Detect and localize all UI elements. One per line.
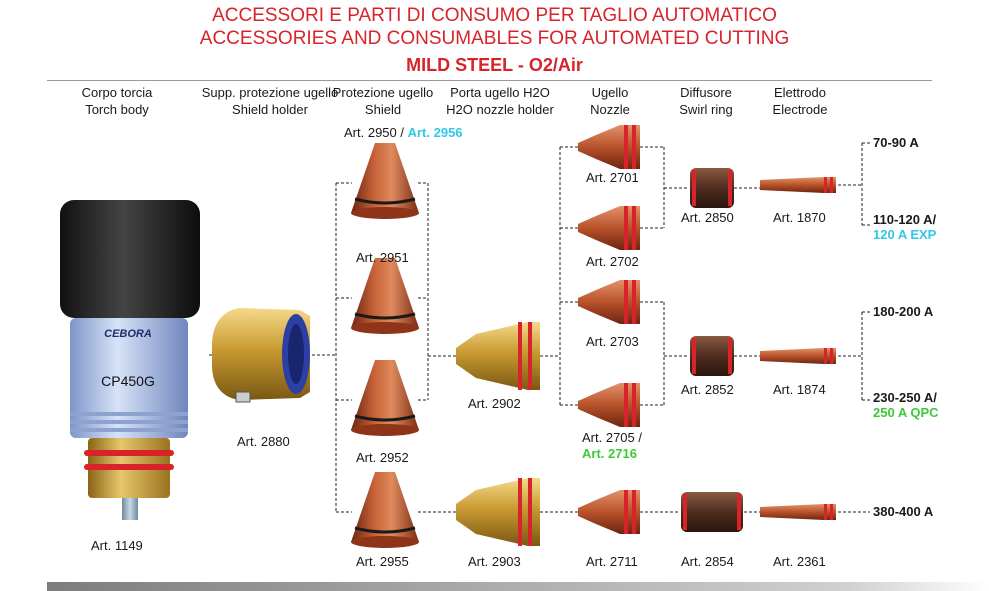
- label-torch-body: Art. 1149: [91, 538, 143, 553]
- shield-part: [351, 258, 419, 334]
- label-shield-a-alt: Art. 2956: [407, 125, 463, 140]
- torch-o-ring-1: [84, 450, 174, 456]
- label-shield-b: Art. 2951: [356, 250, 409, 265]
- label-shield-holder: Art. 2880: [237, 434, 290, 449]
- column-label-en: Swirl ring: [679, 102, 733, 117]
- amperage-4-alt: 250 A QPC: [873, 405, 939, 420]
- label-swirl-3: Art. 2854: [681, 554, 734, 569]
- label-holder-b: Art. 2903: [468, 554, 521, 569]
- nozzle-holders-group: [456, 322, 540, 546]
- title-english: ACCESSORIES AND CONSUMABLES FOR AUTOMATE…: [199, 28, 790, 49]
- bottom-decorative-bar: [47, 582, 989, 591]
- column-header-shield-holder: Supp. protezione ugello Shield holder: [195, 84, 345, 118]
- torch-thread-line: [70, 412, 188, 416]
- nozzle-holder-part: [456, 322, 540, 390]
- torch-black-cap: [60, 200, 200, 318]
- amperage-1: 70-90 A: [873, 135, 919, 150]
- label-nozzle-4-alt: Art. 2716: [582, 446, 637, 461]
- shield-part: [351, 472, 419, 548]
- column-header-nozzle-holder: Porta ugello H2O H2O nozzle holder: [430, 84, 570, 118]
- column-header-electrode: Elettrodo Electrode: [730, 84, 870, 118]
- column-label-it: Corpo torcia: [81, 85, 153, 100]
- title-italian: ACCESSORI E PARTI DI CONSUMO PER TAGLIO …: [212, 5, 777, 26]
- amperage-4-main: 230-250 A/: [873, 390, 937, 405]
- amperage-2-alt: 120 A EXP: [873, 227, 937, 242]
- nozzle-holder-part: [456, 478, 540, 546]
- label-holder-a: Art. 2902: [468, 396, 521, 411]
- nozzle-part: [578, 125, 640, 169]
- column-label-it: Elettrodo: [773, 85, 827, 100]
- column-label-en: Shield holder: [232, 102, 308, 117]
- nozzle-part: [578, 206, 640, 250]
- label-swirl-2: Art. 2852: [681, 382, 734, 397]
- torch-o-ring-2: [84, 464, 174, 470]
- shield-part: [351, 143, 419, 219]
- column-label-it: Diffusore: [680, 85, 732, 100]
- column-label-it: Supp. protezione ugello: [201, 85, 339, 100]
- shield-part: [351, 360, 419, 436]
- connector-lines: [208, 142, 870, 513]
- electrode-part: [760, 348, 836, 364]
- shield-holder-illustration: [212, 308, 310, 403]
- column-header-torch-body: Corpo torcia Torch body: [47, 84, 187, 118]
- nozzle-part: [578, 280, 640, 324]
- label-nozzle-5: Art. 2711: [586, 554, 638, 569]
- torch-body-illustration: CEBORA CP450G: [60, 200, 200, 520]
- torch-thread-line: [70, 428, 188, 432]
- column-label-en: H2O nozzle holder: [446, 102, 554, 117]
- column-label-it: Ugello: [591, 85, 629, 100]
- column-header-shield: Protezione ugello Shield: [313, 84, 453, 118]
- label-electrode-1: Art. 1870: [773, 210, 826, 225]
- label-nozzle-2: Art. 2702: [586, 254, 639, 269]
- swirl-ring-part: [681, 492, 743, 532]
- nozzles-group: [578, 125, 640, 534]
- label-shield-a-main: Art. 2950 /: [344, 125, 404, 140]
- swirl-ring-part: [690, 168, 734, 208]
- label-shield-a: Art. 2950 / Art. 2956: [344, 125, 463, 140]
- column-label-en: Electrode: [772, 102, 828, 117]
- nozzle-part: [578, 490, 640, 534]
- column-header-swirl-ring: Diffusore Swirl ring: [636, 84, 776, 118]
- electrodes-group: [760, 177, 836, 520]
- amperage-2-main: 110-120 A/: [873, 212, 937, 227]
- nozzle-part: [578, 383, 640, 427]
- amperage-4: 230-250 A/ 250 A QPC: [873, 390, 939, 420]
- amperage-2: 110-120 A/ 120 A EXP: [873, 212, 936, 242]
- column-label-en: Nozzle: [590, 102, 630, 117]
- column-header-nozzle: Ugello Nozzle: [540, 84, 680, 118]
- torch-brand: CEBORA: [104, 328, 152, 340]
- label-nozzle-1: Art. 2701: [586, 170, 639, 185]
- label-swirl-1: Art. 2850: [681, 210, 734, 225]
- shields-group: [351, 143, 419, 548]
- amperage-5: 380-400 A: [873, 504, 934, 519]
- column-label-en: Torch body: [85, 102, 149, 117]
- electrode-part: [760, 177, 836, 193]
- label-nozzle-4: Art. 2705 /: [582, 430, 642, 445]
- electrode-part: [760, 504, 836, 520]
- torch-model: CP450G: [101, 373, 155, 389]
- column-label-en: Shield: [364, 102, 402, 117]
- torch-thread-line: [70, 420, 188, 424]
- label-nozzle-3: Art. 2703: [586, 334, 639, 349]
- column-label-it: Porta ugello H2O: [450, 85, 550, 100]
- column-label-it: Protezione ugello: [332, 85, 434, 100]
- torch-blue-sleeve: [70, 318, 188, 438]
- label-electrode-2: Art. 1874: [773, 382, 826, 397]
- header-divider: [47, 80, 932, 81]
- label-electrode-3: Art. 2361: [773, 554, 826, 569]
- label-shield-d: Art. 2955: [356, 554, 409, 569]
- subtitle: MILD STEEL - O2/Air: [406, 55, 583, 75]
- swirl-ring-part: [690, 336, 734, 376]
- swirl-rings-group: [681, 168, 743, 532]
- label-shield-c: Art. 2952: [356, 450, 409, 465]
- amperage-3: 180-200 A: [873, 304, 934, 319]
